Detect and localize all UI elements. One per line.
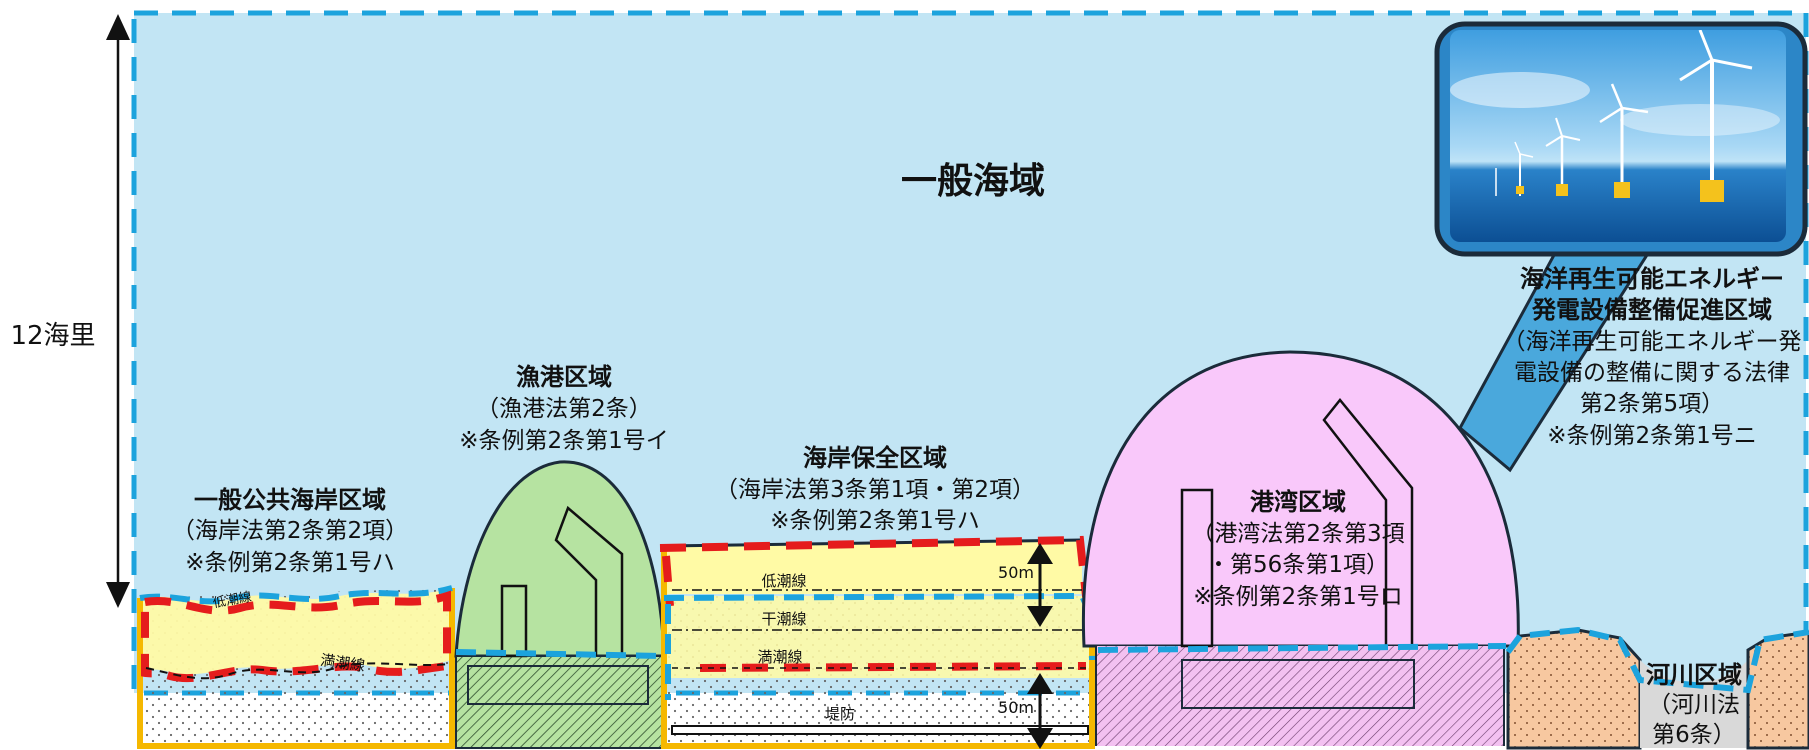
distance-label: 12海里 xyxy=(10,321,95,351)
fishing-port-zone xyxy=(454,460,666,749)
distance-arrow xyxy=(106,14,130,608)
public-coast-low-tide-label: 低潮線 xyxy=(212,589,253,612)
port-law-3: ※条例第2条第1号ロ xyxy=(1193,584,1403,610)
renewable-law-1: （海洋再生可能エネルギー発 xyxy=(1503,329,1802,355)
public-coast-title: 一般公共海岸区域 xyxy=(194,486,386,514)
renewable-title-2: 発電設備整備促進区域 xyxy=(1531,296,1772,324)
coast-high-tide-label: 満潮線 xyxy=(757,648,802,666)
river-law-1: （河川法 xyxy=(1648,692,1740,718)
levee-label: 堤防 xyxy=(825,705,855,723)
port-law-2: ・第56条第1項） xyxy=(1207,552,1389,578)
coast-low-tide-label: 低潮線 xyxy=(761,572,806,590)
coast-conservation-law-2: ※条例第2条第1号ハ xyxy=(770,508,980,534)
fishing-port-law-1: （漁港法第2条） xyxy=(476,396,652,422)
port-law-1: （港湾法第2条第3項 xyxy=(1191,521,1404,547)
coast-conservation-law-1: （海岸法第3条第1項・第2項） xyxy=(715,477,1035,503)
port-zone xyxy=(1081,350,1520,746)
offshore-wind-callout xyxy=(1434,21,1808,473)
offshore-wind-photo xyxy=(1450,30,1786,242)
fishing-port-law-2: ※条例第2条第1号イ xyxy=(459,428,669,454)
general-sea-title: 一般海域 xyxy=(901,161,1045,202)
distance-50m-upper: 50m xyxy=(998,563,1034,582)
renewable-title-1: 海洋再生可能エネルギー xyxy=(1520,265,1784,293)
distance-50m-lower: 50m xyxy=(998,698,1034,717)
coast-conservation-zone xyxy=(659,535,1096,749)
public-coast-zone xyxy=(137,585,455,749)
coast-dry-tide-label: 干潮線 xyxy=(761,610,806,628)
renewable-law-4: ※条例第2条第1号ニ xyxy=(1547,423,1757,449)
river-title: 河川区域 xyxy=(1646,661,1742,689)
river-law-2: 第6条） xyxy=(1652,722,1736,748)
port-title: 港湾区域 xyxy=(1250,488,1346,516)
public-coast-law-2: ※条例第2条第1号ハ xyxy=(185,550,395,576)
renewable-law-2: 電設備の整備に関する法律 xyxy=(1514,360,1790,386)
river-zone xyxy=(1505,626,1809,750)
public-coast-law-1: （海岸法第2条第2項） xyxy=(172,518,408,544)
renewable-law-3: 第2条第5項） xyxy=(1580,391,1724,417)
fishing-port-title: 漁港区域 xyxy=(516,363,612,391)
coast-conservation-title: 海岸保全区域 xyxy=(803,444,947,472)
